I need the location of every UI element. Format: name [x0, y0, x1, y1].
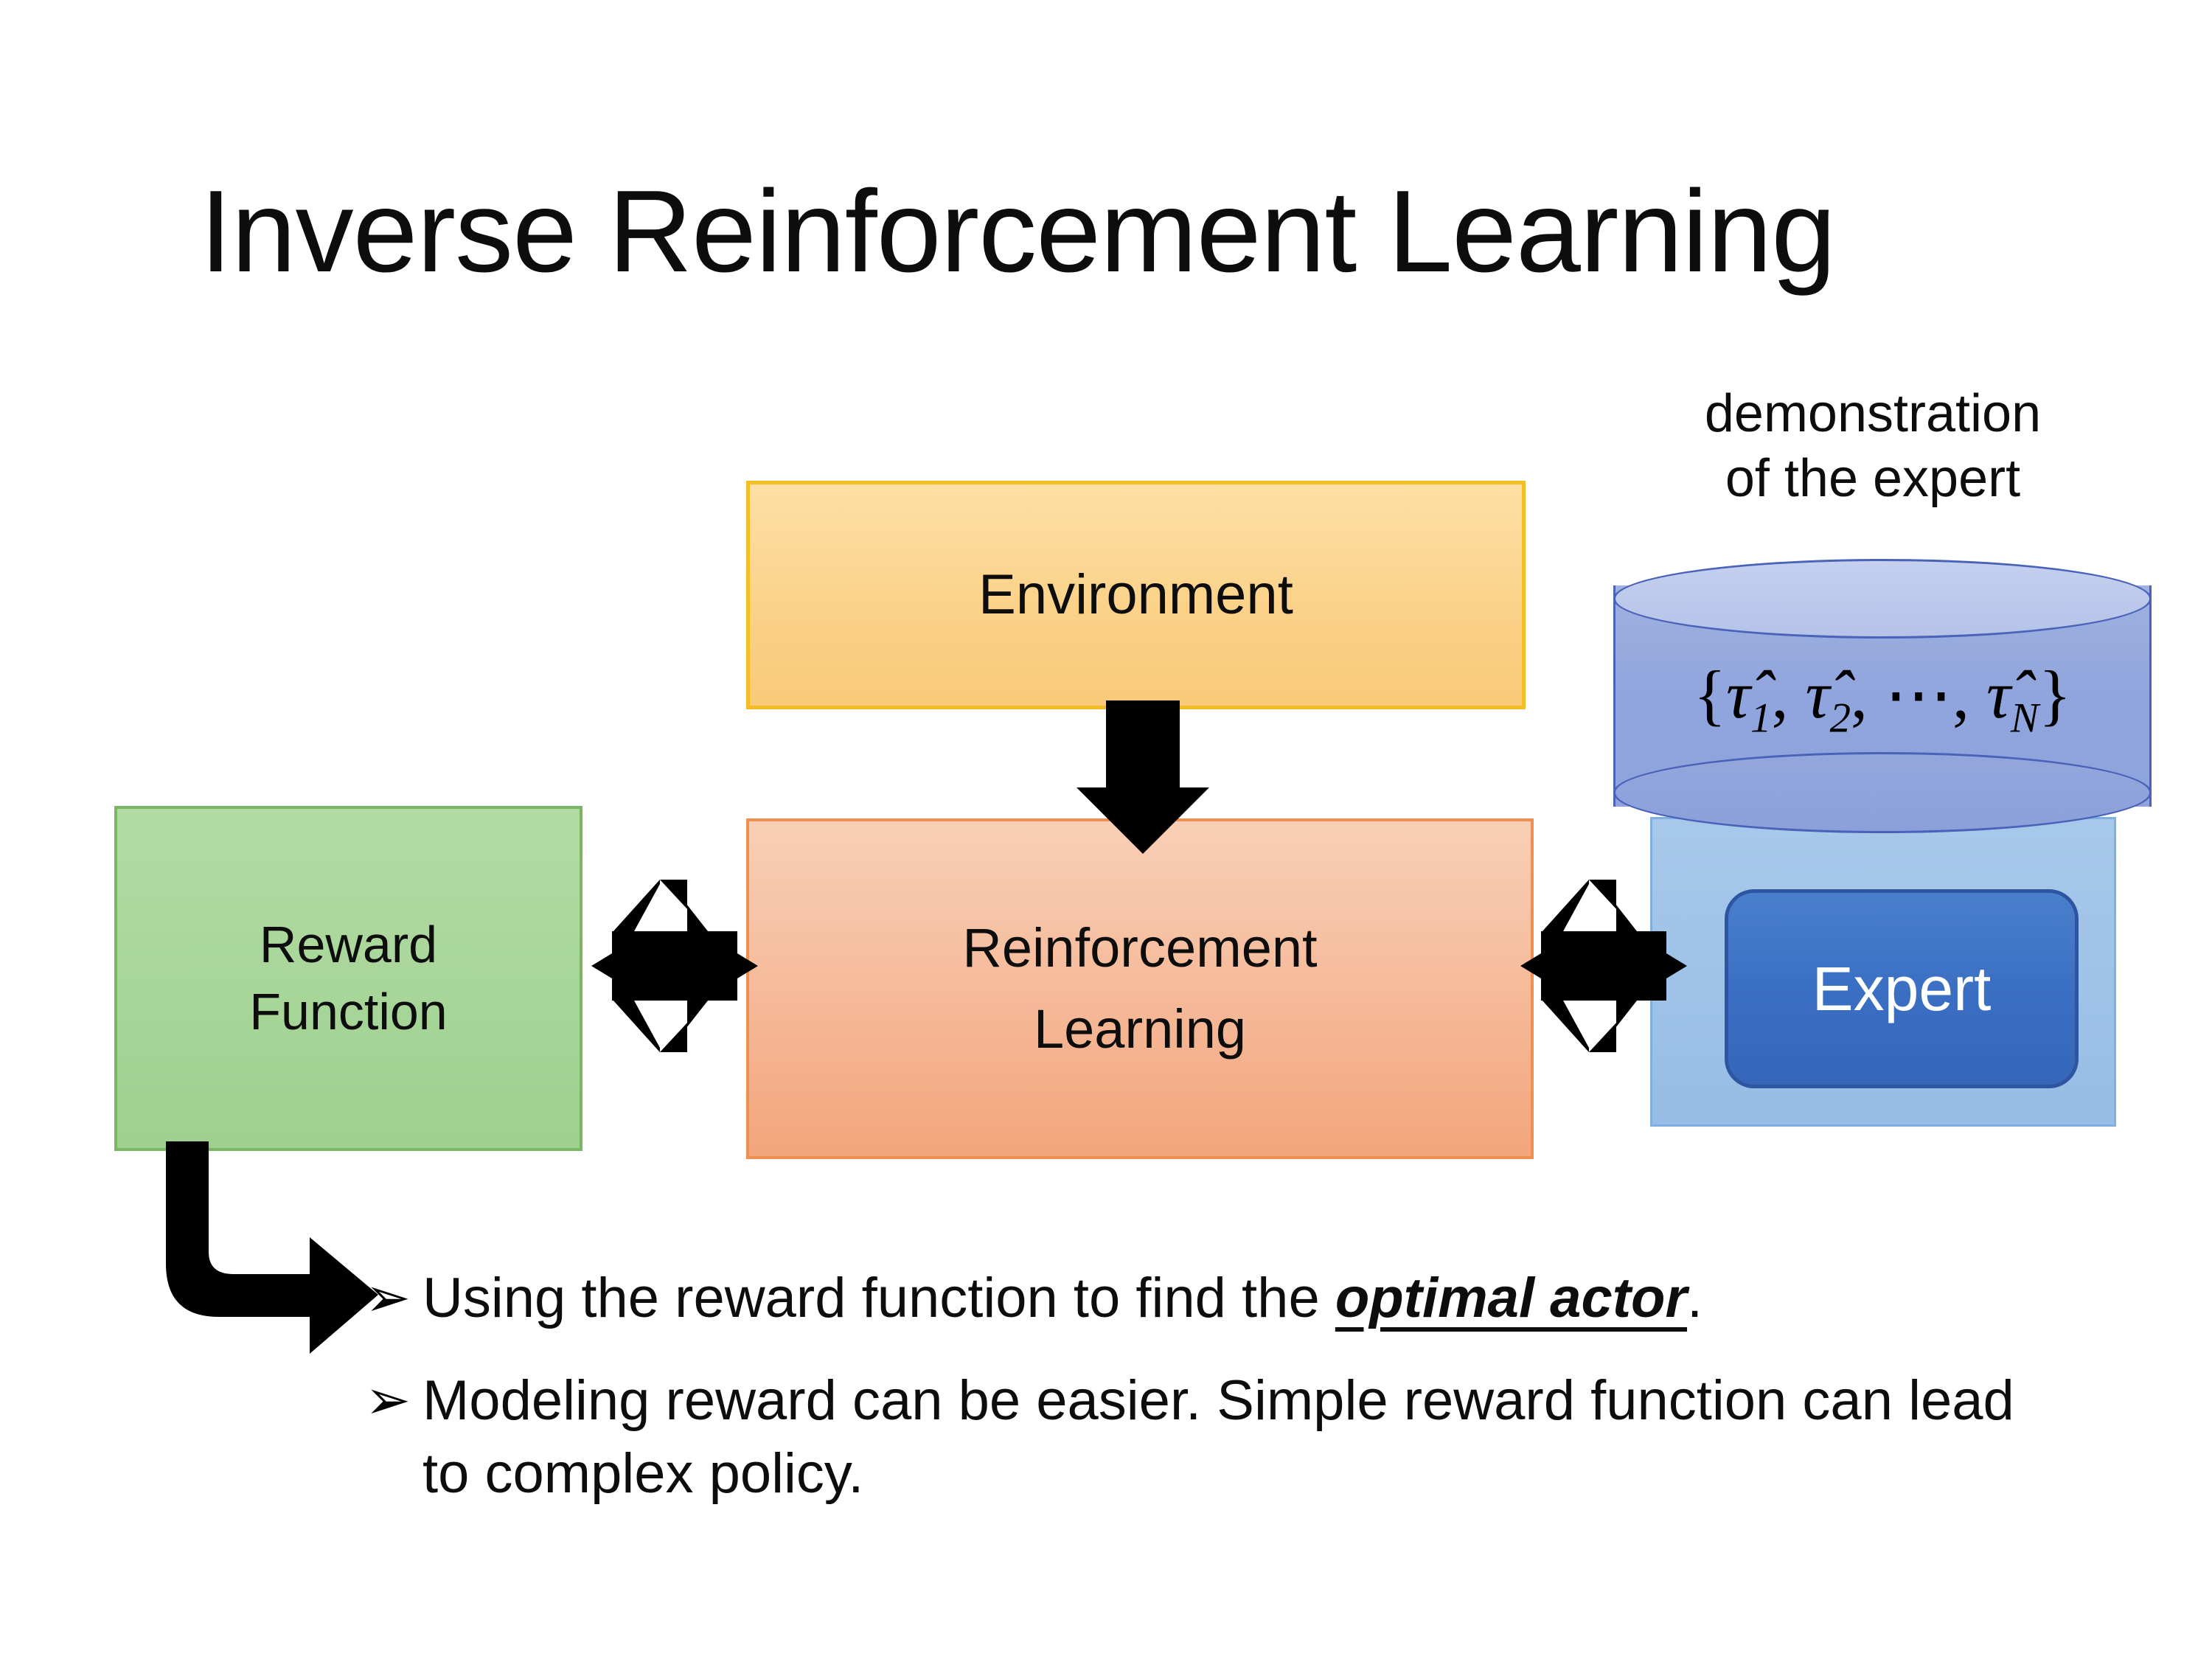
bullet-1-suffix: .	[1687, 1267, 1703, 1329]
formula-tau-2: τ̂2	[1805, 657, 1851, 742]
page-title: Inverse Reinforcement Learning	[199, 167, 1836, 296]
environment-box[interactable]: Environment	[746, 481, 1526, 709]
trajectory-set-formula: {τ̂1, τ̂2, ⋯, τ̂N}	[1693, 657, 2072, 742]
formula-close-brace: }	[2038, 657, 2072, 732]
bullet-list: ➢ Using the reward function to find the …	[365, 1262, 2046, 1540]
reinforcement-learning-box[interactable]: Reinforcement Learning	[746, 818, 1534, 1159]
list-item: ➢ Modeling reward can be easier. Simple …	[365, 1365, 2046, 1511]
bullet-1-emphasis: optimal actor	[1335, 1267, 1688, 1329]
reward-function-label-line1: Reward	[259, 916, 438, 973]
bullet-1-prefix: Using the reward function to find the	[422, 1267, 1335, 1329]
bullet-text-2: Modeling reward can be easier. Simple re…	[422, 1365, 2046, 1511]
bullet-2-prefix: Modeling reward can be easier. Simple re…	[422, 1368, 2014, 1505]
bent-arrow-icon	[166, 1141, 378, 1354]
expert-box[interactable]: Expert	[1725, 889, 2079, 1088]
expert-label: Expert	[1812, 953, 1992, 1023]
demonstration-caption: demonstration of the expert	[1593, 382, 2153, 512]
down-arrow-icon	[1077, 700, 1209, 854]
cylinder-bottom-ellipse	[1613, 752, 2152, 833]
reinforcement-learning-label-line2: Learning	[1033, 998, 1246, 1060]
formula-open-brace: {	[1693, 657, 1727, 732]
formula-tau-n: τ̂N	[1986, 657, 2039, 742]
cylinder-top-ellipse	[1613, 559, 2152, 639]
demonstration-caption-line1: demonstration	[1704, 384, 2042, 443]
list-item: ➢ Using the reward function to find the …	[365, 1262, 2046, 1335]
reward-function-box[interactable]: Reward Function	[114, 806, 582, 1151]
left-right-up-down-arrow-icon	[1520, 880, 1687, 1052]
reinforcement-learning-label-line1: Reinforcement	[962, 917, 1318, 979]
bullet-text-1: Using the reward function to find the op…	[422, 1262, 1703, 1335]
reward-function-label-line2: Function	[249, 983, 448, 1040]
trajectory-cylinder: {τ̂1, τ̂2, ⋯, τ̂N}	[1613, 559, 2152, 833]
formula-tau-1: τ̂1	[1726, 657, 1772, 742]
demonstration-caption-line2: of the expert	[1725, 448, 2021, 508]
left-right-up-down-arrow-icon	[591, 880, 758, 1052]
bullet-arrow-icon: ➢	[365, 1267, 411, 1328]
bullet-arrow-icon: ➢	[365, 1368, 411, 1430]
environment-label: Environment	[978, 563, 1293, 626]
